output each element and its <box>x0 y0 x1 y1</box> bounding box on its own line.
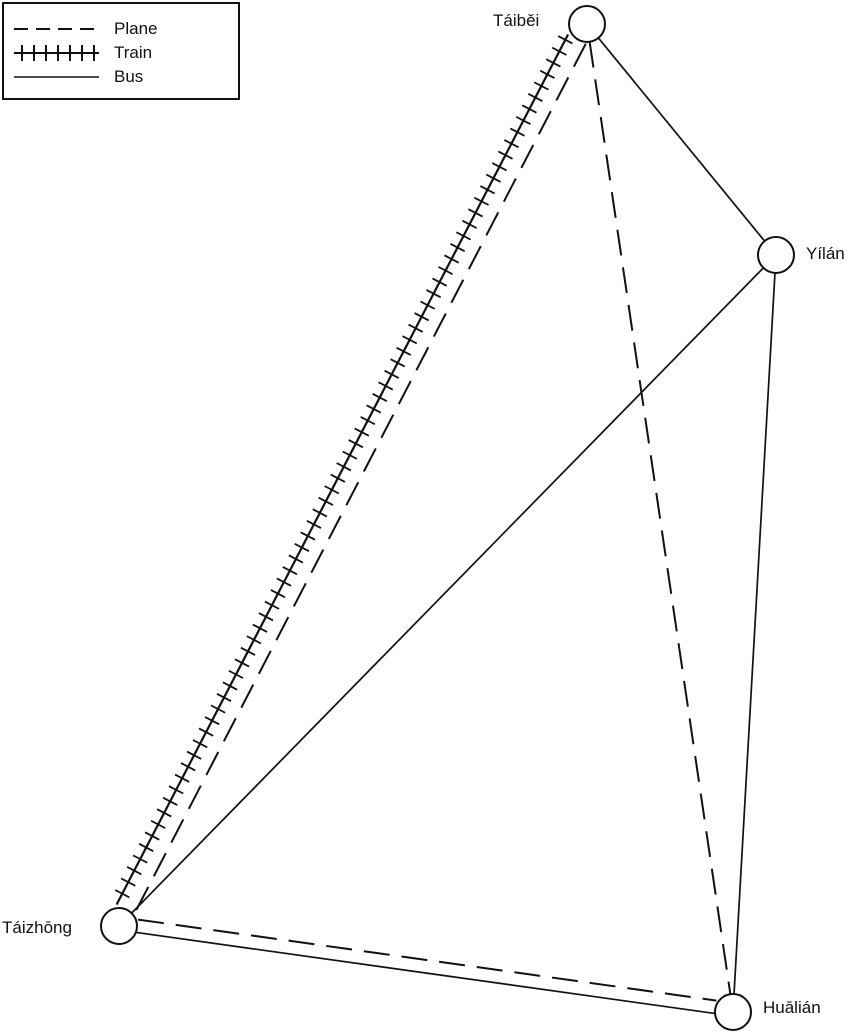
legend-row-plane: Plane <box>4 18 238 40</box>
bus-line-sample <box>14 76 99 78</box>
plane-line-sample <box>14 28 99 30</box>
route-bus-yilan-taizhong <box>130 267 765 914</box>
route-plane-taizhong-hualian <box>137 918 717 1002</box>
city-node-taizhong <box>100 907 138 945</box>
route-bus-taibei-yilan <box>597 37 766 242</box>
city-label-hualian: Huālián <box>763 998 821 1017</box>
route-bus-yilan-hualian <box>733 272 776 995</box>
route-plane-taibei-hualian <box>588 41 732 995</box>
city-label-taibei: Táiběi <box>493 11 540 30</box>
legend-label-plane: Plane <box>114 19 158 38</box>
routes-layer <box>114 33 776 1015</box>
nodes-layer <box>100 5 795 1031</box>
city-label-yilan: Yílán <box>806 244 845 263</box>
route-train-taibei-taizhong <box>114 33 573 906</box>
legend-row-bus: Bus <box>4 66 238 88</box>
train-line-sample <box>14 45 99 61</box>
city-node-taibei <box>568 5 606 43</box>
city-node-hualian <box>714 993 752 1031</box>
city-node-yilan <box>757 236 795 274</box>
city-label-taizhong: Táizhōng <box>2 918 72 937</box>
legend: Plane Train Bus <box>2 2 240 100</box>
legend-label-train: Train <box>114 43 153 62</box>
route-plane-taibei-taizhong <box>133 43 587 915</box>
legend-row-train: Train <box>4 42 238 64</box>
route-bus-taizhong-hualian <box>136 931 715 1015</box>
legend-label-bus: Bus <box>114 67 144 86</box>
